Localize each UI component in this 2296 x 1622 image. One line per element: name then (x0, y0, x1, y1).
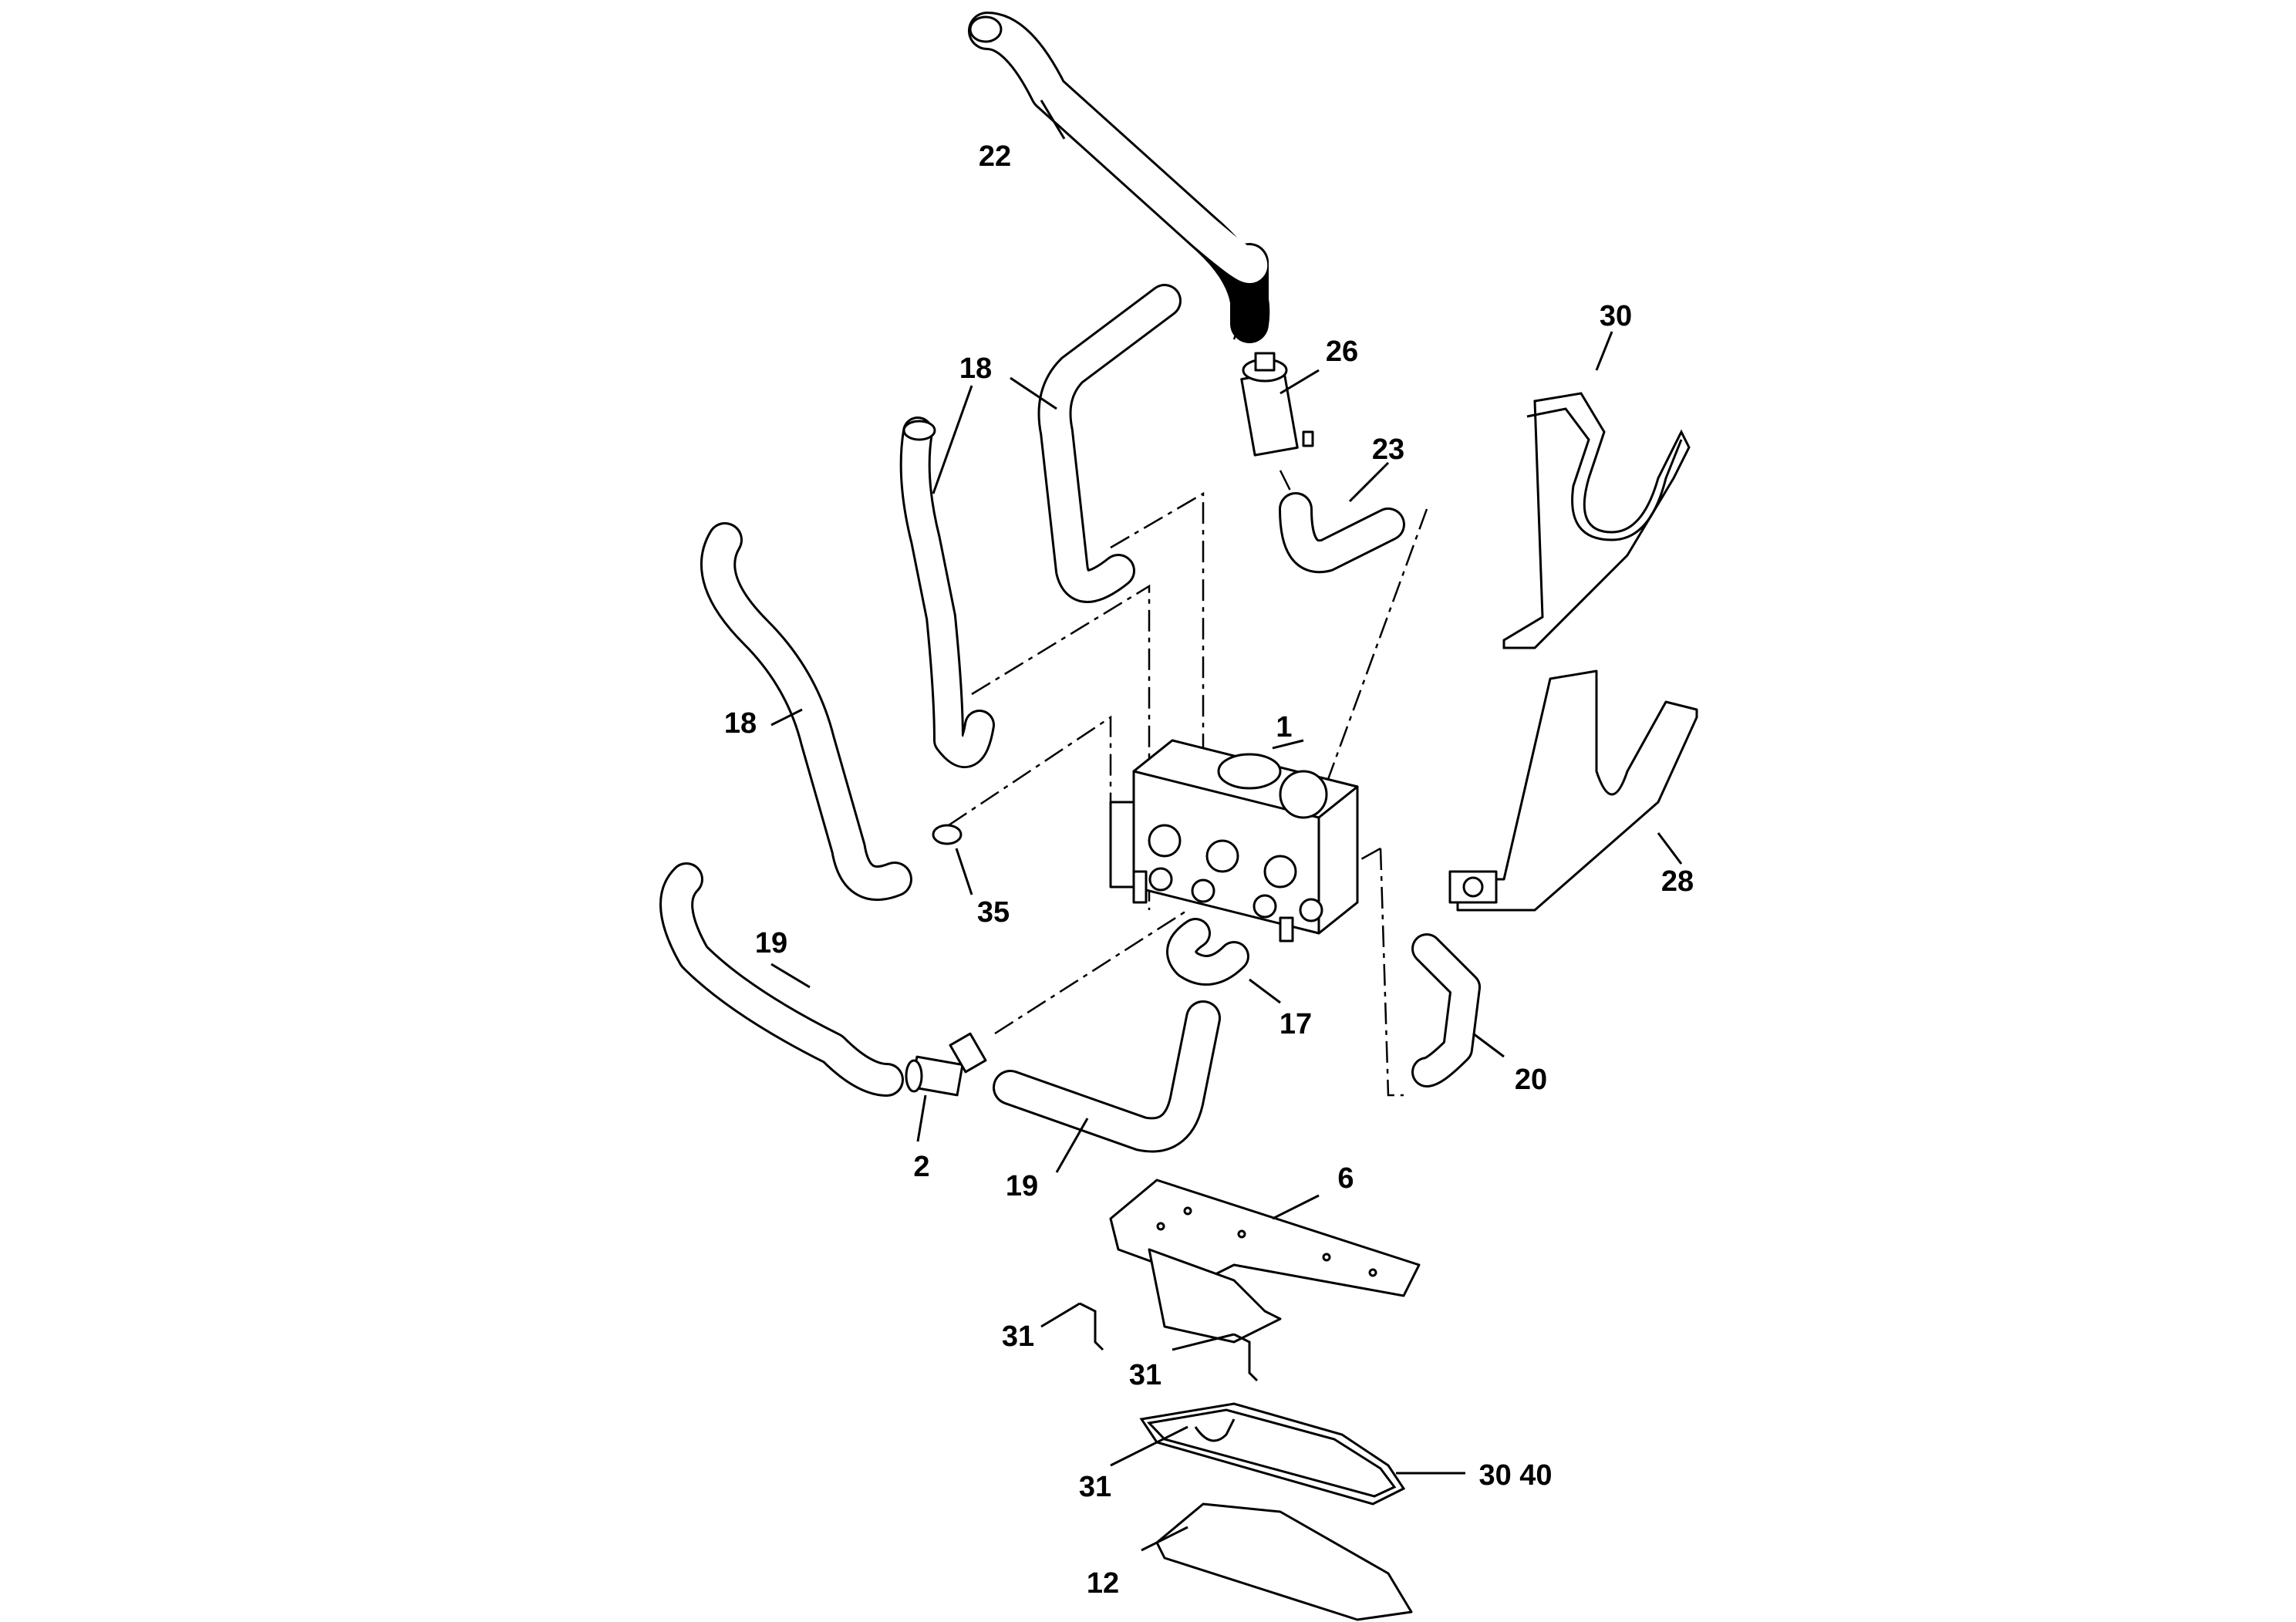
hose-18-upper (1037, 284, 1182, 603)
tee-fitting-2 (905, 1032, 987, 1097)
clip-35 (932, 824, 963, 845)
callout-19-lower: 19 (1006, 1170, 1038, 1202)
callout-26: 26 (1326, 336, 1358, 368)
callout-35: 35 (977, 896, 1010, 929)
leader-lines (770, 99, 1683, 1552)
hose-19-lower (993, 1000, 1221, 1153)
hose-19-upper (659, 862, 904, 1097)
callout-31-b: 31 (1129, 1359, 1161, 1391)
callout-18-upper: 18 (959, 352, 992, 385)
callout-labels: 22 26 23 18 18 1 30 28 35 17 19 20 2 19 … (724, 140, 1694, 1600)
callout-20: 20 (1515, 1064, 1547, 1096)
callout-30-40: 30 40 (1478, 1459, 1552, 1492)
callout-23: 23 (1372, 433, 1404, 466)
plate-6 (1109, 1179, 1421, 1344)
callout-18-left: 18 (724, 707, 757, 740)
rail-30 (1502, 392, 1691, 649)
heater-unit-1 (1109, 739, 1359, 943)
hose-18-middle (899, 416, 995, 768)
callout-30: 30 (1600, 300, 1632, 332)
bracket-31-left (1079, 1302, 1104, 1351)
callout-28: 28 (1661, 865, 1694, 898)
callout-6: 6 (1337, 1162, 1354, 1195)
callout-17: 17 (1279, 1008, 1312, 1040)
hose-17 (1166, 918, 1249, 986)
hose-23 (1279, 492, 1405, 574)
callout-2: 2 (913, 1151, 929, 1183)
panel-12 (1155, 1502, 1413, 1621)
hose-22 (968, 12, 1270, 343)
duct-28 (1448, 669, 1698, 912)
bracket-31-right (1233, 1333, 1259, 1382)
callout-31-c: 31 (1079, 1471, 1111, 1503)
frame-30-40 (1139, 1402, 1406, 1506)
hose-20 (1411, 933, 1481, 1088)
valve-26 (1240, 352, 1314, 457)
callout-22: 22 (979, 140, 1011, 173)
callout-1: 1 (1276, 711, 1292, 744)
callout-31-a: 31 (1002, 1320, 1034, 1353)
callout-12: 12 (1087, 1567, 1119, 1600)
hose-18-left (700, 522, 912, 901)
callout-19-upper: 19 (755, 927, 787, 959)
